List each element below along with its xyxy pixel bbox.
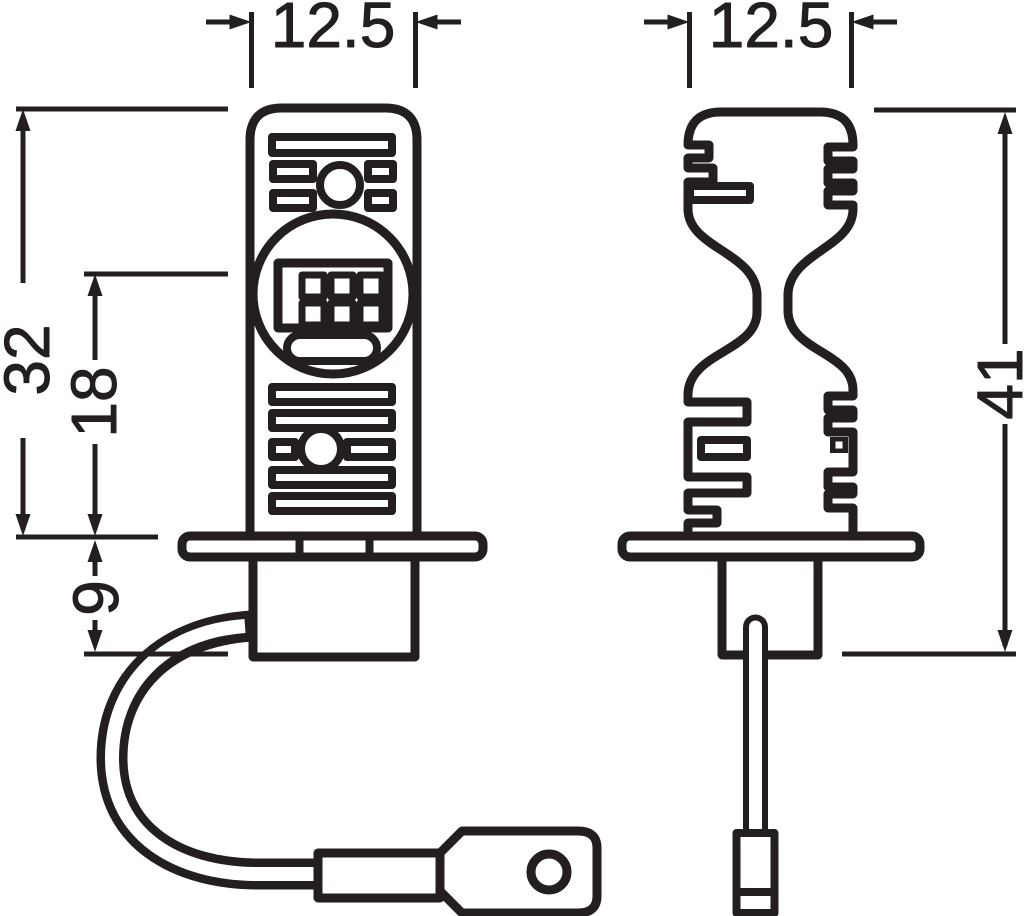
dim-overall-height: 32 [0, 106, 228, 536]
side-view [617, 107, 925, 916]
side-connector-sleeve [732, 829, 779, 916]
ring-terminal [435, 826, 602, 916]
led-chips [298, 271, 386, 329]
dim-overall-height-label: 32 [0, 324, 63, 395]
front-fin [343, 438, 396, 461]
side-body-outline [683, 107, 858, 541]
side-fin-bar [686, 182, 754, 204]
dim-total-length: 41 [842, 107, 1024, 657]
dim-front-width: 12.5 [206, 0, 461, 88]
dim-base-height-label: 9 [60, 580, 132, 616]
front-slot [269, 160, 317, 183]
front-top-fastener [316, 161, 364, 209]
front-lower-fastener [297, 425, 345, 473]
led-window [283, 331, 381, 365]
front-fin [268, 383, 396, 406]
wire-crimp [313, 848, 445, 903]
dim-total-length-label: 41 [964, 348, 1024, 419]
front-fin [268, 438, 299, 461]
side-fin-bar [697, 436, 751, 461]
front-slot [269, 189, 317, 212]
dim-side-width: 12.5 [644, 0, 897, 88]
front-top-slot [268, 133, 396, 157]
front-fin [268, 466, 396, 489]
terminal-hole [526, 849, 572, 895]
dim-side-width-label: 12.5 [709, 0, 834, 61]
side-base-block [717, 552, 823, 660]
dim-front-width-label: 12.5 [271, 0, 396, 61]
front-fin [268, 492, 396, 515]
front-view [96, 103, 602, 916]
front-slot [364, 160, 397, 183]
front-fin [268, 409, 396, 432]
dim-light-center-height: 18 [58, 271, 228, 536]
side-fin-tab-hole [835, 441, 843, 449]
front-slot [364, 189, 397, 212]
front-base-block [248, 552, 420, 662]
lead-wire-core [105, 619, 321, 881]
dim-light-center-height-label: 18 [58, 366, 130, 437]
dim-base-height: 9 [16, 534, 228, 657]
